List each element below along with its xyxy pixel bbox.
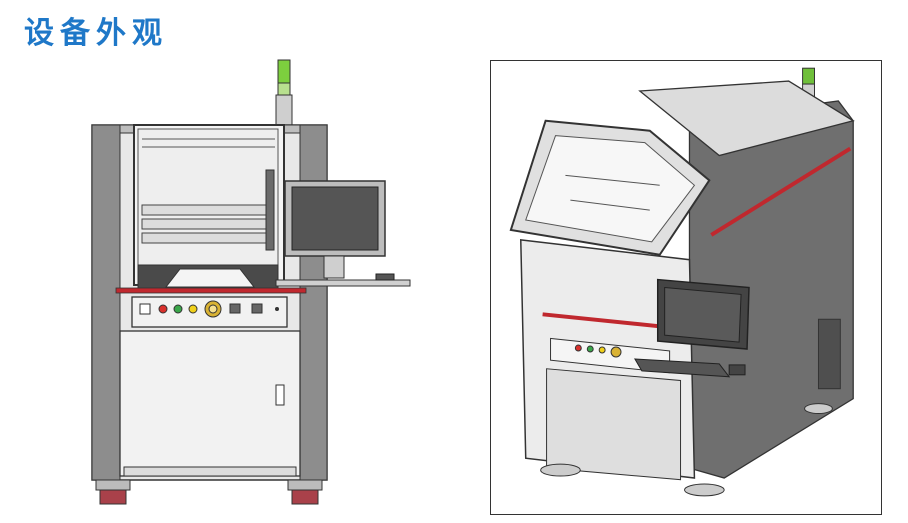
control-panel — [131, 296, 288, 328]
vent-grille — [817, 318, 841, 390]
lower-cabinet — [119, 330, 301, 477]
monitor — [656, 278, 750, 350]
open-hood — [509, 119, 711, 256]
keyboard — [633, 358, 746, 378]
machine-body — [638, 80, 855, 479]
front-panel — [520, 239, 696, 481]
front-view-drawing — [91, 59, 411, 505]
caster-wheels — [95, 479, 323, 505]
red-band — [115, 287, 307, 294]
isometric-view-drawing — [509, 67, 855, 497]
work-chamber — [133, 124, 285, 292]
page-title: 设备外观 — [24, 16, 168, 51]
caster-wheels — [540, 403, 833, 497]
isometric-view-frame — [490, 60, 882, 515]
monitor — [275, 180, 411, 287]
signal-tower — [275, 59, 293, 126]
